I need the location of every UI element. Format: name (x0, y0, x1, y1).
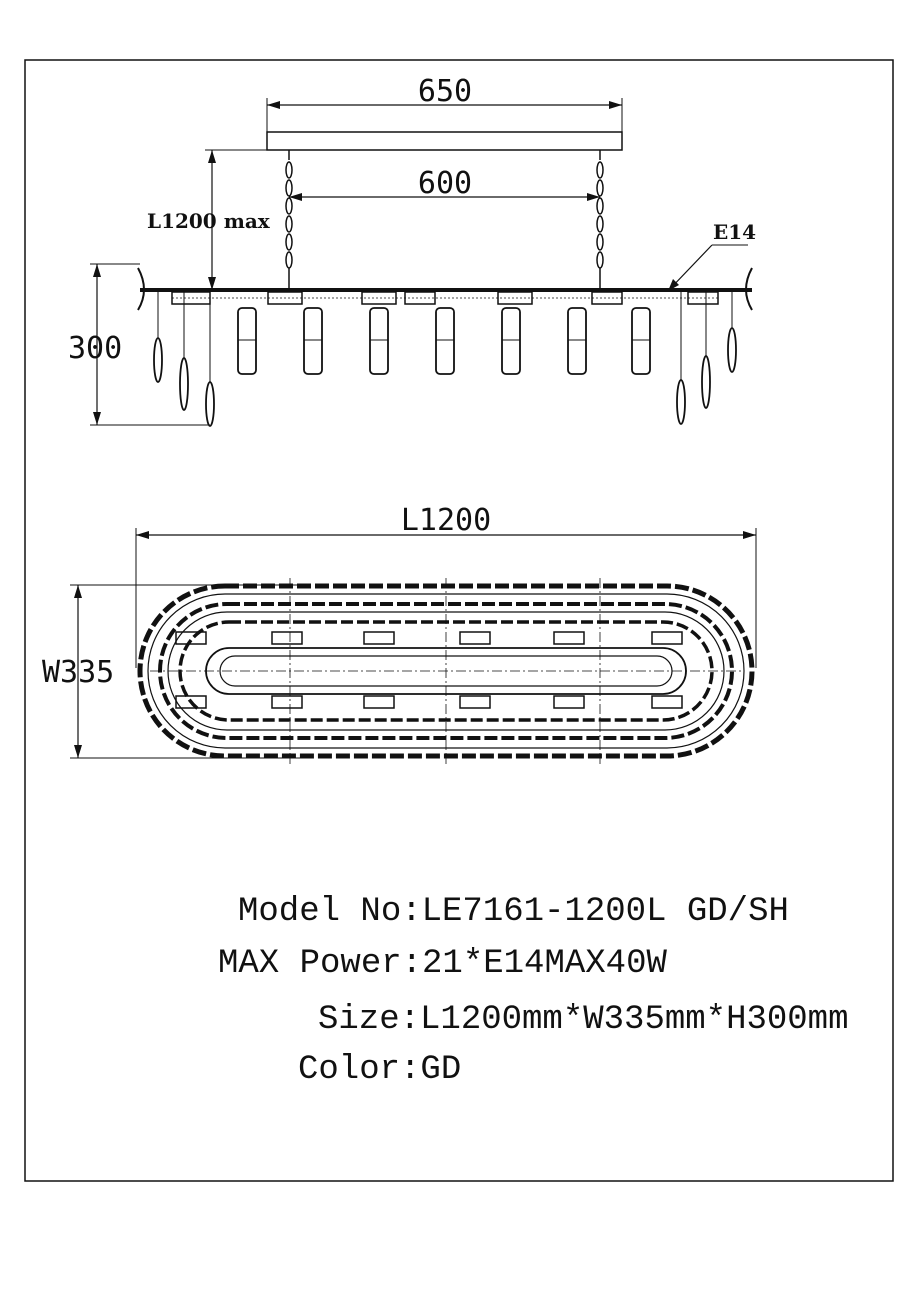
dimension-label-300: 300 (68, 331, 122, 366)
dimension-l1200 (135, 528, 757, 668)
drawing-frame (24, 59, 894, 1182)
ceiling-canopy (266, 131, 623, 151)
inner-frame (150, 578, 742, 764)
frame-sockets-row (171, 291, 720, 305)
main-frame-bar (140, 288, 752, 292)
end-crystal-strands (137, 267, 753, 427)
front-elevation-view: 650 600 (68, 74, 756, 427)
spec-size: Size:L1200mm*W335mm*H300mm (318, 1001, 849, 1039)
dimension-cable-length (205, 149, 267, 290)
dimension-label-l1200: L1200 (401, 503, 491, 538)
plan-view: L1200 W335 (42, 503, 757, 764)
plan-sockets (175, 631, 683, 709)
dimension-label-650: 650 (418, 74, 472, 109)
right-chain (596, 150, 604, 290)
dimension-300 (90, 263, 210, 426)
socket-label-e14: E14 (713, 220, 756, 244)
pendant-crystals (237, 307, 651, 375)
spec-model: Model No:LE7161-1200L GD/SH (238, 893, 789, 931)
dimension-label-600: 600 (418, 166, 472, 201)
spec-color: Color:GD (298, 1051, 461, 1089)
left-chain (285, 150, 293, 290)
spec-power: MAX Power:21*E14MAX40W (218, 945, 667, 983)
dimension-label-cable: L1200 max (147, 209, 271, 233)
dimension-label-w335: W335 (42, 655, 114, 690)
dimension-650 (266, 98, 623, 132)
specifications-block: Model No:LE7161-1200L GD/SH MAX Power:21… (218, 893, 849, 1089)
dimension-600 (289, 193, 600, 201)
